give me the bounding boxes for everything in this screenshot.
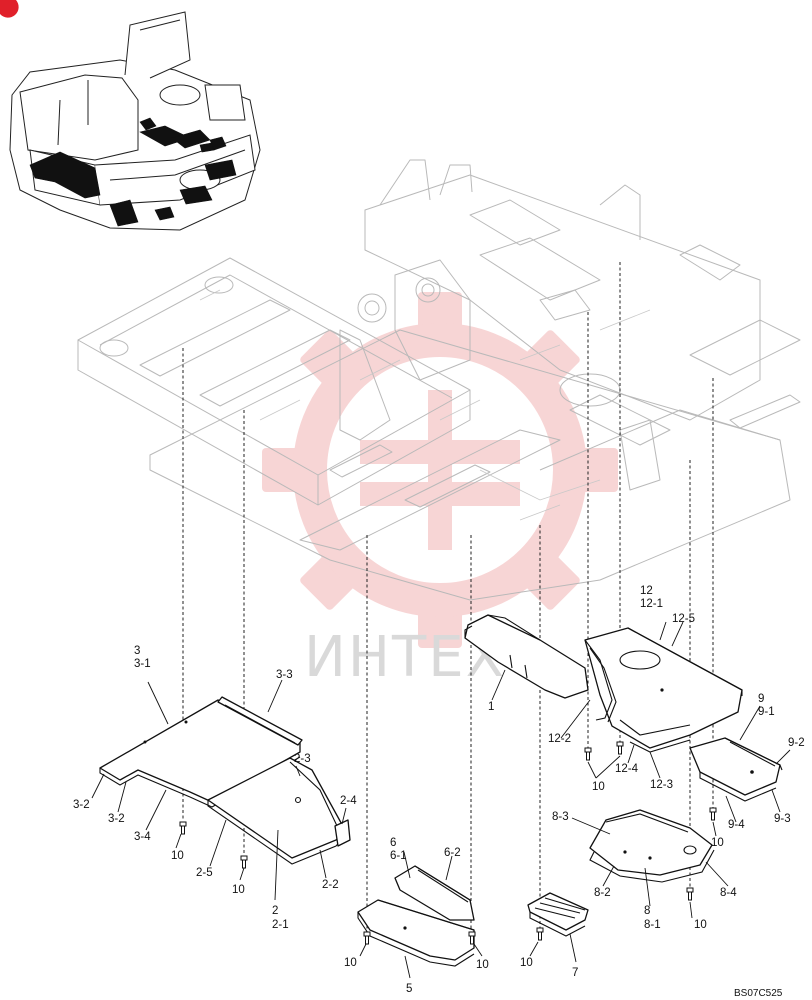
label-8-4: 8-4 — [720, 887, 737, 899]
label-2: 2 — [272, 905, 278, 917]
label-5: 5 — [406, 983, 412, 995]
part-7-bracket — [527, 892, 589, 937]
label-7: 7 — [572, 967, 578, 979]
part-1-cover-plate — [464, 614, 589, 699]
part-5-cover-plate — [357, 899, 475, 967]
label-1: 1 — [488, 701, 494, 713]
label-8-3: 8-3 — [552, 811, 569, 823]
label-2-5: 2-5 — [196, 867, 213, 879]
label-3-2-b: 3-2 — [108, 813, 125, 825]
label-3-1: 3-1 — [134, 658, 151, 670]
corner-marker-icon — [0, 0, 19, 18]
label-2-2: 2-2 — [322, 879, 339, 891]
label-12-3: 12-3 — [650, 779, 673, 791]
drawing-code: BS07C525 — [734, 988, 783, 999]
label-10-a: 10 — [171, 850, 184, 862]
label-12: 12 — [640, 585, 653, 597]
label-6-2: 6-2 — [444, 847, 461, 859]
label-3-4: 3-4 — [134, 831, 151, 843]
part-6-cover-plate — [394, 865, 475, 921]
label-10-c: 10 — [592, 781, 605, 793]
label-9-3: 9-3 — [774, 813, 791, 825]
label-12-5: 12-5 — [672, 613, 695, 625]
leader-lines — [91, 621, 791, 979]
label-8: 8 — [644, 905, 650, 917]
label-6-1: 6-1 — [390, 850, 407, 862]
label-8-2: 8-2 — [594, 887, 611, 899]
label-2-3: 2-3 — [294, 753, 311, 765]
part-3-cover-plate — [99, 696, 303, 808]
excavator-overview-thumbnail — [9, 11, 261, 231]
label-12-1: 12-1 — [640, 598, 663, 610]
label-9-1: 9-1 — [758, 706, 775, 718]
label-2-4: 2-4 — [340, 795, 357, 807]
label-10-h: 10 — [520, 957, 533, 969]
part-9-cover-plate — [689, 737, 783, 802]
label-12-4: 12-4 — [615, 763, 639, 775]
bolts-10 — [179, 741, 717, 945]
label-3-3: 3-3 — [276, 669, 293, 681]
label-10-b: 10 — [232, 884, 245, 896]
label-10-g: 10 — [476, 959, 489, 971]
label-10-d: 10 — [711, 837, 724, 849]
label-10-f: 10 — [344, 957, 357, 969]
part-8-cover-plate — [589, 809, 715, 883]
label-12-2: 12-2 — [548, 733, 571, 745]
label-9-4: 9-4 — [728, 819, 745, 831]
label-2-1: 2-1 — [272, 919, 289, 931]
part-12-cover-plate — [584, 627, 743, 753]
label-9-2: 9-2 — [788, 737, 805, 749]
label-8-1: 8-1 — [644, 919, 661, 931]
machine-frame-outline — [77, 159, 801, 601]
watermark-gear-logo — [262, 292, 618, 648]
label-9: 9 — [758, 693, 764, 705]
label-3-2-a: 3-2 — [73, 799, 90, 811]
label-6: 6 — [390, 837, 396, 849]
callout-labels: 3 3-1 3-3 3-2 3-2 3-4 2-3 2-4 2-5 2-2 2 … — [73, 585, 805, 999]
label-10-e: 10 — [694, 919, 707, 931]
label-3: 3 — [134, 645, 140, 657]
part-2-cover-plate — [207, 757, 351, 865]
